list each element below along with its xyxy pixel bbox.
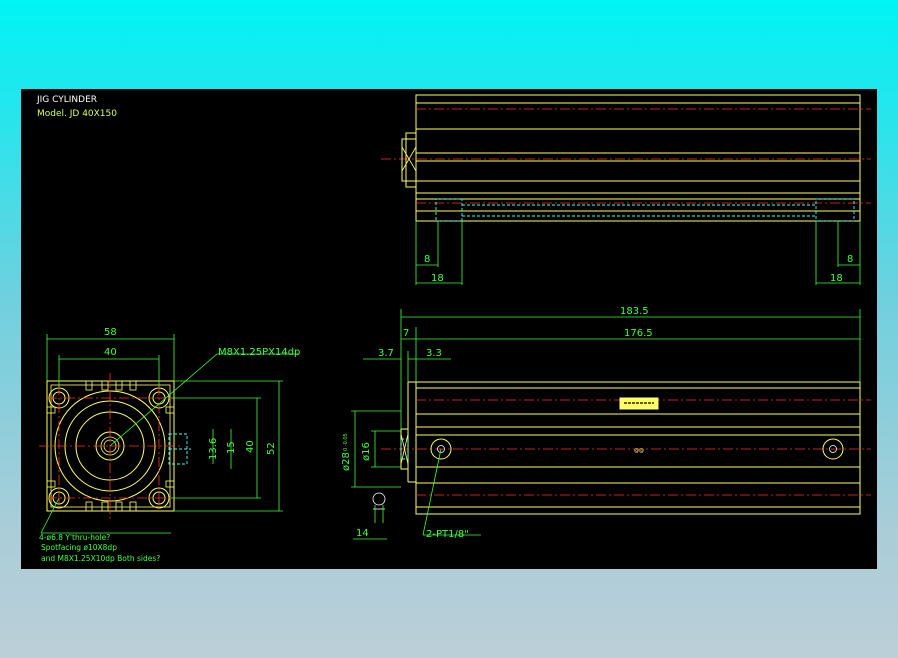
- dim-front-15: 15: [226, 441, 237, 454]
- dim-side-183-5: 183.5: [620, 306, 649, 317]
- top-hidden-hole-left: [435, 198, 463, 222]
- svg-text:@@: @@: [634, 448, 644, 454]
- front-view: 58 40 52 40 15 13.6 M8X1.25PX14dp 4-ø6.8…: [39, 327, 300, 563]
- dim-front-52: 52: [266, 442, 277, 455]
- dim-top-18-right: 18: [830, 273, 843, 284]
- callout-holes-3: and M8X1.25X10dp Both sides?: [41, 554, 160, 563]
- callout-port: 2-PT1/8": [426, 529, 469, 540]
- port-left: [430, 438, 452, 460]
- dim-side-176-5: 176.5: [624, 328, 653, 339]
- dim-top-8-right: 8: [847, 254, 853, 265]
- dim-side-14: 14: [356, 528, 369, 539]
- dim-top-18-left: 18: [431, 273, 444, 284]
- dim-front-40-vertical: 40: [245, 440, 256, 453]
- dim-side-3-3: 3.3: [426, 348, 442, 359]
- port-right: [822, 438, 844, 460]
- top-view-body: [415, 94, 861, 222]
- dim-top-8-left: 8: [424, 254, 430, 265]
- dim-side-dia-28-tol: 0 -0.05: [343, 433, 349, 451]
- cad-drawing-canvas: JIG CYLINDER Model. JD 40X150 8 18: [21, 89, 877, 569]
- callout-holes-2: Spotfacing ø10X8dp: [41, 543, 117, 552]
- top-view: 8 18 8 18: [381, 94, 871, 285]
- dim-front-58: 58: [104, 327, 117, 338]
- callout-holes-1: 4-ø6.8 Y'thru-hole?: [39, 533, 110, 542]
- fitting-icon: [372, 492, 386, 506]
- dim-front-13-6: 13.6: [208, 438, 219, 460]
- dim-side-7: 7: [403, 328, 409, 339]
- callout-thread: M8X1.25PX14dp: [218, 347, 300, 358]
- top-rod-end: [401, 138, 417, 182]
- dim-side-3-7: 3.7: [378, 348, 394, 359]
- cad-drawing: JIG CYLINDER Model. JD 40X150 8 18: [36, 94, 871, 563]
- side-view: @@ 183.5 7 176.5 3.7 3.3: [341, 306, 871, 540]
- drawing-title: JIG CYLINDER: [36, 95, 97, 105]
- top-hidden-hole-right: [815, 198, 855, 222]
- dim-side-dia-16: ø16: [361, 442, 372, 461]
- dim-front-40: 40: [104, 347, 117, 358]
- model-label: Model. JD 40X150: [37, 109, 117, 119]
- dim-side-dia-28: ø28: [341, 452, 352, 471]
- side-view-body: [415, 381, 861, 515]
